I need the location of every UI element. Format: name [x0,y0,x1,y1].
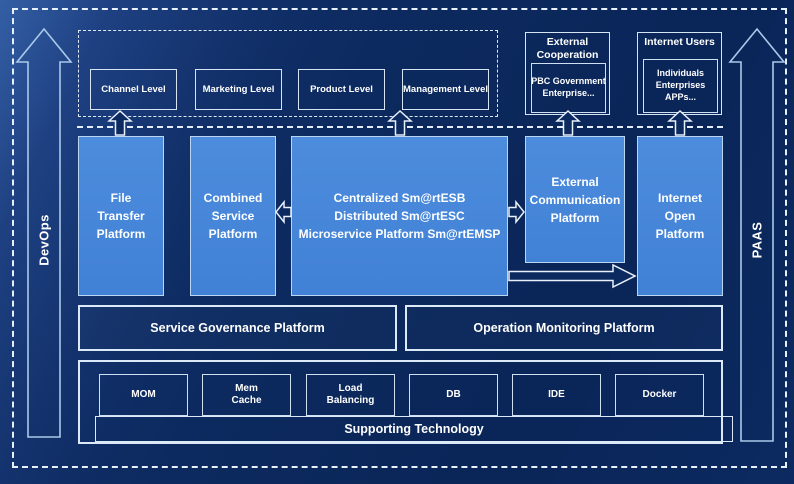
devops-rail-arrow-icon [15,27,73,438]
external-cooperation-title: External Cooperation [536,36,599,61]
level-label: Channel Level [101,84,166,95]
service-governance-box: Service Governance Platform [78,305,397,351]
tech-label: Docker [642,388,677,400]
up-arrow-central-icon [387,109,413,136]
devops-label: DevOps [36,214,52,266]
tech-label: MOM [131,388,156,400]
up-arrow-file-transfer-icon [107,109,133,136]
tech-box-mom: MOM [99,374,188,416]
level-label: Marketing Level [202,84,275,95]
level-box-product: Product Level [298,69,385,110]
arrow-central-to-internet-open-icon [508,263,637,289]
internet-users-body-box: Individuals Enterprises APPs... [643,59,718,113]
internet-users-title: Internet Users [644,36,715,48]
tech-box-mem-cache: Mem Cache [202,374,291,416]
platform-combined-service: Combined Service Platform [190,136,276,296]
supporting-technology-container: MOM Mem Cache Load Balancing DB IDE Dock… [78,360,733,444]
tech-label: Load Balancing [326,382,375,407]
level-label: Product Level [310,84,373,95]
internet-users-box: Internet Users Individuals Enterprises A… [637,32,722,115]
tech-box-load-balancing: Load Balancing [306,374,395,416]
tech-label: IDE [548,388,565,400]
platform-central-esb: Centralized Sm@rtESB Distributed Sm@rtES… [291,136,508,296]
level-box-channel: Channel Level [90,69,177,110]
platform-internet-open: Internet Open Platform [637,136,723,296]
outer-dashed-border [12,8,787,468]
platform-external-communication: External Communication Platform [525,136,625,263]
supporting-technology-bar: Supporting Technology [95,416,733,442]
level-box-marketing: Marketing Level [195,69,282,110]
arrow-central-to-combined-icon [275,199,292,225]
internet-users-body: Individuals Enterprises APPs... [655,68,706,102]
platform-label: Combined Service Platform [203,191,263,241]
level-label: Management Level [403,84,488,95]
paas-rail-arrow-icon [728,27,786,442]
platform-label: File Transfer Platform [96,191,146,241]
level-box-management: Management Level [402,69,489,110]
supporting-technology-label: Supporting Technology [344,422,484,436]
platform-label: External Communication Platform [529,174,621,225]
tech-box-ide: IDE [512,374,601,416]
arrow-central-to-external-comm-icon [508,199,525,225]
tech-box-docker: Docker [615,374,704,416]
platform-file-transfer: File Transfer Platform [78,136,164,296]
levels-dashed-container: Channel Level Marketing Level Product Le… [78,30,498,117]
operation-monitoring-label: Operation Monitoring Platform [473,321,655,335]
tech-label: Mem Cache [231,382,262,407]
up-arrow-internet-open-icon [667,109,693,136]
paas-label: PAAS [749,221,765,259]
platform-label: Internet Open Platform [655,191,705,241]
external-cooperation-box: External Cooperation PBC Government Ente… [525,32,610,115]
operation-monitoring-box: Operation Monitoring Platform [405,305,723,351]
tech-box-db: DB [409,374,498,416]
external-cooperation-body-box: PBC Government Enterprise... [531,63,606,113]
external-cooperation-body: PBC Government Enterprise... [531,76,606,98]
up-arrow-external-comm-icon [555,109,581,136]
tech-label: DB [446,388,461,400]
platform-label: Centralized Sm@rtESB Distributed Sm@rtES… [298,191,501,241]
service-governance-label: Service Governance Platform [150,321,325,335]
